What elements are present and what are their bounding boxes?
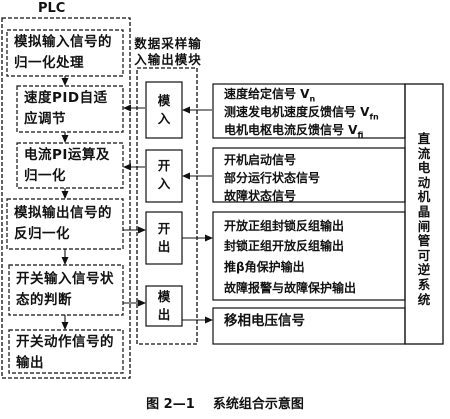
plc-block-6-text: 开关动作信号的输出 — [16, 334, 114, 371]
plc-block-5-border — [8, 264, 124, 316]
module-label-1: 模入 — [157, 93, 171, 126]
signal-7: 开放正组封锁反组输出 — [224, 219, 345, 233]
plc-title: PLC — [38, 1, 66, 16]
plc-container — [1, 17, 131, 379]
signal-3: 电机电枢电流反馈信号 Vfi — [224, 123, 364, 140]
module-label-4: 模出 — [157, 289, 171, 322]
plc-block-3-text: 电流PI运算及归一化 — [24, 147, 110, 184]
module-label-2: 开入 — [157, 158, 171, 191]
module-box-4 — [145, 285, 183, 327]
system-label: 直流电动机晶闸管可逆系统 — [417, 131, 431, 307]
io-container — [136, 67, 198, 345]
signal-2: 测速发电机速度反馈信号 Vfn — [224, 105, 379, 122]
figure-caption: 图 2—1 系统组合示意图 — [146, 397, 304, 412]
plc-block-4-text: 模拟输出信号的反归一化 — [14, 205, 112, 242]
io-module-header: 数据采样输入输出模块 — [134, 36, 202, 67]
plc-block-6-border — [8, 329, 124, 374]
plc-block-1-text: 模拟输入信号的归一化处理 — [14, 34, 112, 71]
signal-5: 部分运行状态信号 — [224, 171, 321, 185]
signal-1: 速度给定信号 Vn — [224, 87, 316, 104]
signal-9: 推β角保护输出 — [224, 260, 305, 274]
plc-block-2-text: 速度PID自适应调节 — [24, 90, 108, 127]
plc-block-5-text: 开关输入信号状态的判断 — [16, 271, 114, 308]
signal-10: 故障报警与故障保护输出 — [224, 281, 357, 295]
signal-11: 移相电压信号 — [224, 313, 305, 329]
system-box — [404, 83, 444, 345]
signal-6: 故障状态信号 — [224, 189, 297, 203]
module-label-3: 开出 — [157, 221, 171, 254]
signal-4: 开机启动信号 — [224, 153, 297, 167]
signal-8: 封锁正组开放反组输出 — [224, 239, 345, 253]
